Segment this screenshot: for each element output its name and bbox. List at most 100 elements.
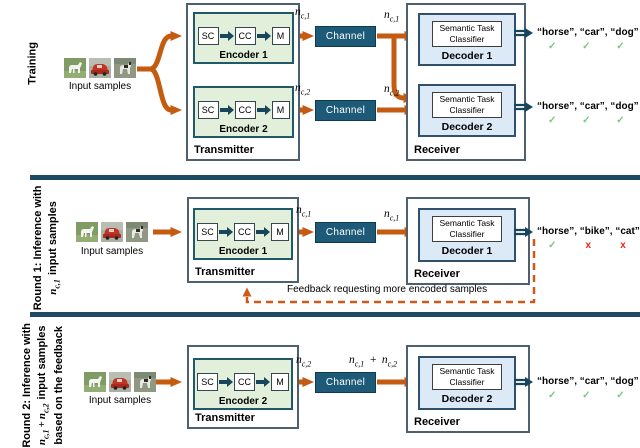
- row1-input-samples: [64, 58, 136, 78]
- row1-label-line1: Training: [26, 42, 39, 85]
- semantic-task-classifier-box: Semantic Task Classifier: [432, 92, 502, 119]
- row2-receiver-label: Receiver: [414, 268, 460, 280]
- row2-encoder-box: SC CC M Encoder 1: [193, 208, 293, 260]
- output-arrow-icon: [514, 377, 533, 387]
- check-icon: ✓: [548, 115, 557, 126]
- row1-encoder2-label: Encoder 2: [219, 124, 268, 135]
- check-icon: ✓: [548, 41, 557, 52]
- classifier-line1: Semantic Task: [439, 218, 495, 228]
- row1-decoder2-label: Decoder 2: [441, 121, 493, 134]
- cc-label: CC: [238, 105, 252, 115]
- cross-icon: x: [585, 240, 592, 251]
- row3-encoder-box: SC CC M Encoder 2: [193, 358, 293, 410]
- row1-channel2-box: Channel: [315, 100, 376, 121]
- cc-label: CC: [238, 31, 252, 41]
- sc-label: SC: [201, 31, 215, 41]
- row3-nc1-plus-nc2-label: nc,1 + nc,2: [349, 354, 398, 369]
- car-photo: [109, 372, 131, 392]
- classifier-line2: Classifier: [449, 377, 485, 388]
- row1-nc1-label-post-channel: nc,1: [384, 9, 400, 24]
- row3-label-line2: nc,1+nc,2input samples: [36, 325, 51, 446]
- row1-output2-marks: ✓ ✓ ✓: [537, 116, 639, 126]
- row1-decoder1-label: Decoder 1: [441, 50, 493, 63]
- dog-photo: [114, 58, 136, 78]
- row3-decoder-box: Semantic Task Classifier Decoder 2: [418, 356, 516, 410]
- check-icon: ✓: [616, 115, 625, 126]
- row1-transmitter-label: Transmitter: [194, 144, 254, 156]
- row1-decoder1-box: Semantic Task Classifier Decoder 1: [418, 13, 516, 66]
- car-photo: [89, 58, 111, 78]
- feedback-note: Feedback requesting more encoded samples: [287, 284, 488, 295]
- dog-photo: [126, 222, 148, 242]
- training-input-branch-upper-arrow: [137, 31, 182, 72]
- row1-receiver-label: Receiver: [414, 144, 460, 156]
- row3-output: “horse”, “car”, “dog” ✓ ✓ ✓: [514, 376, 639, 401]
- row1-input-samples-caption: Input samples: [68, 81, 132, 92]
- row1-nc2-label-post-channel: nc,2: [384, 83, 400, 98]
- arrow-right-icon: [219, 227, 233, 237]
- row1-output2-text: “horse”, “car”, “dog”: [537, 101, 639, 112]
- row3-transmitter-label: Transmitter: [195, 412, 255, 424]
- row2-input-samples-caption: Input samples: [80, 246, 144, 257]
- arrow-right-icon: [256, 31, 271, 41]
- dog-photo: [134, 372, 156, 392]
- row2-output: “horse”, “bike”, “cat” ✓ x x: [514, 226, 640, 251]
- m-box: M: [271, 223, 289, 241]
- row2-nc1-label-pre-channel: nc,1: [296, 204, 312, 219]
- row2-nc1-label-post-channel: nc,1: [384, 208, 400, 223]
- m-box: M: [271, 27, 290, 45]
- sc-label: SC: [201, 227, 214, 237]
- row2-encoder-chain: SC CC M: [197, 223, 289, 241]
- arrow-right-icon: [219, 105, 234, 115]
- arrow-right-icon: [256, 377, 270, 387]
- horse-photo: [64, 58, 86, 78]
- m-label: M: [276, 105, 285, 115]
- arrow-right-icon: [256, 105, 271, 115]
- semantic-task-classifier-box: Semantic Task Classifier: [432, 364, 502, 391]
- cross-icon: x: [620, 240, 626, 251]
- m-box: M: [271, 101, 290, 119]
- row1-output2: “horse”, “car”, “dog” ✓ ✓ ✓: [514, 101, 639, 126]
- check-icon: ✓: [582, 390, 591, 401]
- check-icon: ✓: [582, 41, 591, 52]
- row2-output-text: “horse”, “bike”, “cat”: [537, 226, 640, 237]
- arrow-right-icon: [256, 227, 270, 237]
- row2-channel-box: Channel: [315, 222, 376, 243]
- row1-encoder2-chain: SC CC M: [197, 101, 290, 119]
- cc-box: CC: [234, 101, 256, 119]
- row3-label: Round 2: Inference with nc,1+nc,2input s…: [20, 298, 67, 448]
- car-photo: [101, 222, 123, 242]
- classifier-line2: Classifier: [449, 105, 485, 116]
- check-icon: ✓: [616, 41, 625, 52]
- output-arrow-icon: [514, 102, 533, 112]
- row3-receiver-label: Receiver: [414, 416, 460, 428]
- row1-nc2-label-pre-channel: nc,2: [295, 82, 311, 97]
- row2-transmitter-label: Transmitter: [195, 266, 255, 278]
- m-label: M: [276, 227, 284, 237]
- cc-box: CC: [234, 223, 255, 241]
- sc-box: SC: [197, 27, 219, 45]
- row1-encoder1-chain: SC CC M: [197, 27, 290, 45]
- row2-input-samples: [76, 222, 148, 242]
- sc-box: SC: [197, 373, 218, 391]
- row2-decoder-box: Semantic Task Classifier Decoder 1: [418, 208, 516, 262]
- horse-photo: [76, 222, 98, 242]
- m-box: M: [271, 373, 289, 391]
- row3-output-text: “horse”, “car”, “dog”: [537, 376, 639, 387]
- row3-encoder-label: Encoder 2: [218, 396, 268, 407]
- row3-nc2-label-pre-channel: nc,2: [296, 354, 312, 369]
- output-arrow-icon: [514, 227, 533, 237]
- row1-output1: “horse”, “car”, “dog” ✓ ✓ ✓: [514, 27, 639, 52]
- row1-encoder1-label: Encoder 1: [219, 50, 268, 61]
- output-arrow-icon: [514, 28, 533, 38]
- row3-input-samples-caption: Input samples: [88, 395, 152, 406]
- row1-encoder2-box: SC CC M Encoder 2: [193, 86, 294, 138]
- arrow-right-icon: [219, 31, 234, 41]
- m-label: M: [276, 377, 284, 387]
- semantic-task-classifier-box: Semantic Task Classifier: [432, 21, 502, 48]
- cc-label: CC: [238, 377, 251, 387]
- row-divider-1: [30, 175, 640, 180]
- sc-box: SC: [197, 223, 218, 241]
- row1-output1-text: “horse”, “car”, “dog”: [537, 27, 639, 38]
